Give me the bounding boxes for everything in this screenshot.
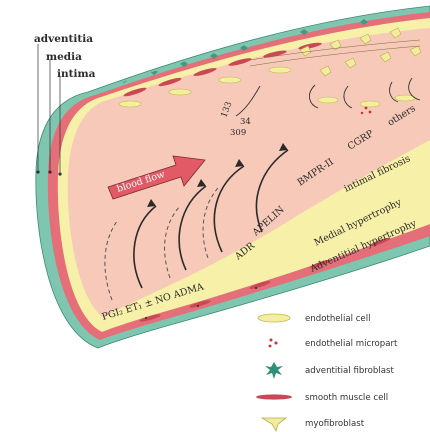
legend-item-endothelial-cell: endothelial cell [258,314,371,324]
legend-label-adventitial-fibroblast: adventitial fibroblast [305,366,394,376]
label-intima: intima [57,68,96,80]
legend-item-endothelial-microparticle: endothelial micropart [269,339,398,350]
endothelial-cell-icon [258,314,290,322]
smooth-muscle-cell-icon [256,394,292,399]
legend-label-endothelial-microparticle: endothelial micropart [305,339,398,349]
cell-number-c: 309 [230,128,246,138]
legend-item-myofibroblast: myofibroblast [262,418,365,431]
legend-item-adventitial-fibroblast: adventitial fibroblast [265,362,394,379]
legend-item-smooth-muscle-cell: smooth muscle cell [256,393,388,403]
endothelial-microparticle-icon [269,339,278,348]
legend-label-smooth-muscle-cell: smooth muscle cell [305,393,388,403]
legend-label-endothelial-cell: endothelial cell [305,314,371,324]
label-adventitia: adventitia [34,33,93,45]
myofibroblast-icon [262,418,286,431]
cell-number-b: 34 [240,117,251,127]
legend: endothelial cell endothelial micropart a… [256,314,398,431]
adventitial-fibroblast-icon [265,362,283,379]
label-media: media [46,51,82,63]
legend-label-myofibroblast: myofibroblast [305,419,365,429]
